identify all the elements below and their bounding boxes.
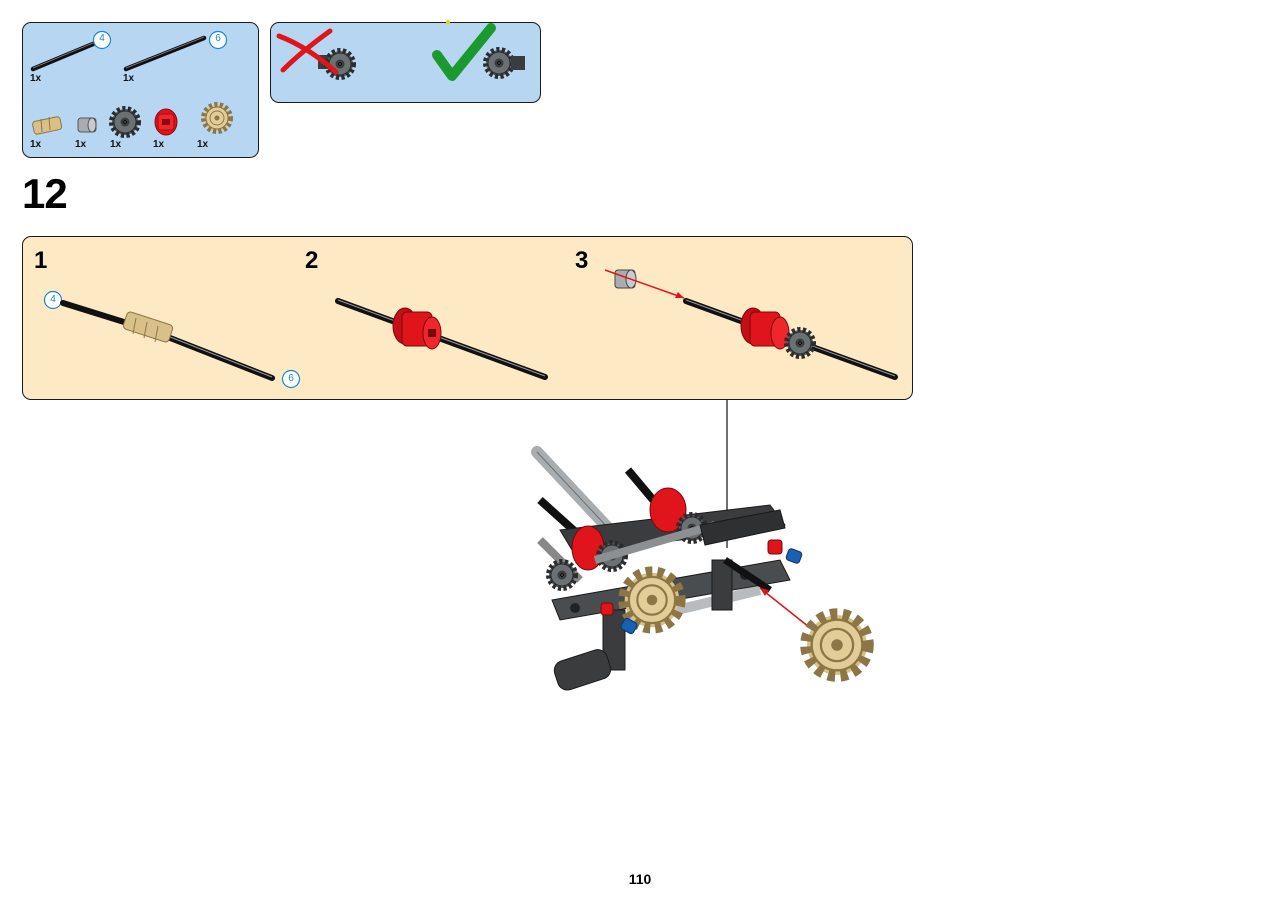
cross-icon xyxy=(276,28,339,75)
substep-number-1: 1 xyxy=(34,247,48,274)
grey-bush-icon xyxy=(77,117,97,133)
part-qty-red-ring: 1x xyxy=(153,139,165,150)
correct-orientation-gear-icon xyxy=(486,50,525,76)
part-qty-axle-4: 1x xyxy=(30,73,42,84)
part-qty-tan-connector: 1x xyxy=(30,139,42,150)
axle-length-label-4: 4 xyxy=(99,33,105,44)
axle-length-callout-6 xyxy=(208,30,228,50)
marker-dot xyxy=(446,20,450,24)
tan-axle-connector-icon xyxy=(32,116,63,135)
substep-2-illustration xyxy=(335,298,548,380)
axle-4-icon xyxy=(30,41,96,72)
main-assembly-illustration xyxy=(531,446,867,691)
tan-gear-icon xyxy=(204,105,230,131)
substep-1-illustration xyxy=(43,290,301,389)
page-number: 110 xyxy=(628,871,652,887)
substep-1-axle-label-6: 6 xyxy=(288,373,294,384)
part-qty-tan-gear: 1x xyxy=(197,139,209,150)
red-driving-ring-icon xyxy=(154,108,178,136)
dark-grey-gear-icon xyxy=(112,109,138,135)
check-icon xyxy=(432,23,496,81)
substep-1-axle-label-4: 4 xyxy=(50,294,56,305)
axle-length-label-6: 6 xyxy=(215,33,221,44)
substep-number-3: 3 xyxy=(575,247,589,274)
step-number: 12 xyxy=(22,170,68,217)
substep-number-2: 2 xyxy=(305,247,319,274)
part-qty-dark-gear: 1x xyxy=(110,139,122,150)
part-qty-grey-bush: 1x xyxy=(75,139,87,150)
axle-6-icon xyxy=(123,35,207,72)
part-qty-axle-6: 1x xyxy=(123,73,135,84)
substep-3-illustration xyxy=(604,269,898,380)
axle-length-callout-4 xyxy=(92,30,112,50)
